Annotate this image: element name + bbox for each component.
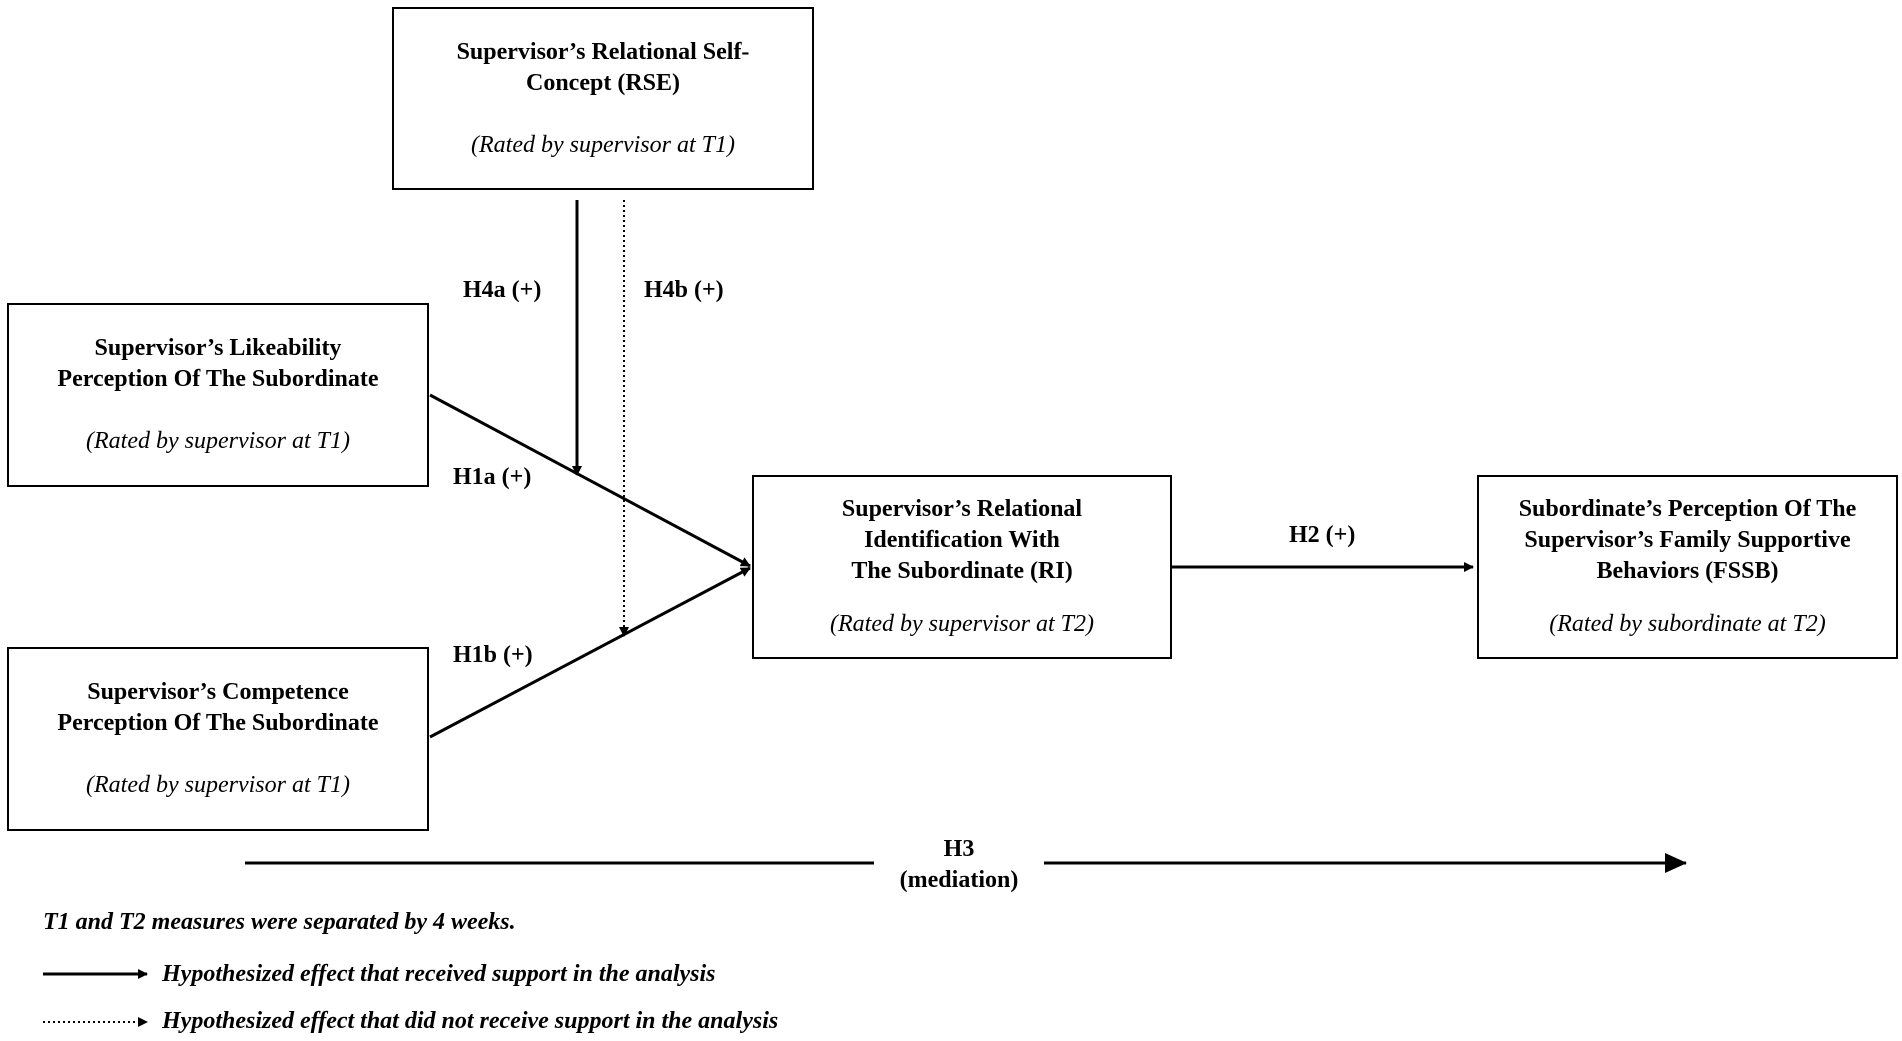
rse-rated: (Rated by supervisor at T1) [471, 131, 735, 158]
h3-label: H3 (mediation) [879, 834, 1039, 896]
timing-note: T1 and T2 measures were separated by 4 w… [43, 909, 516, 935]
h4a-label: H4a (+) [463, 277, 542, 303]
h3-label-line2: (mediation) [899, 867, 1019, 893]
h1a-arrow [429, 393, 751, 568]
likeability-title: Supervisor’s Likeability Perception Of T… [57, 335, 379, 392]
ri-rated: (Rated by supervisor at T2) [830, 611, 1094, 637]
fssb-box: Subordinate’s Perception Of The Supervis… [1477, 475, 1898, 659]
legend-not-supported-text: Hypothesized effect that did not receive… [162, 1008, 779, 1034]
competence-title: Supervisor’s Competence Perception Of Th… [57, 679, 379, 736]
h1a-label: H1a (+) [453, 464, 532, 490]
h3-label-line1: H3 [943, 836, 975, 862]
competence-box: Supervisor’s Competence Perception Of Th… [7, 647, 429, 831]
rse-title: Supervisor’s Relational Self- Concept (R… [456, 38, 750, 96]
fssb-title: Subordinate’s Perception Of The Supervis… [1518, 496, 1857, 584]
rse-box: Supervisor’s Relational Self- Concept (R… [392, 7, 814, 190]
h1b-arrow [429, 566, 751, 739]
likeability-box: Supervisor’s Likeability Perception Of T… [7, 303, 429, 487]
h1b-label: H1b (+) [453, 642, 533, 668]
ri-box: Supervisor’s Relational Identification W… [752, 475, 1172, 659]
ri-title: Supervisor’s Relational Identification W… [841, 496, 1083, 584]
legend-supported-text: Hypothesized effect that received suppor… [162, 961, 716, 987]
h2-label: H2 (+) [1289, 522, 1356, 548]
h4b-label: H4b (+) [644, 277, 724, 303]
competence-rated: (Rated by supervisor at T1) [86, 772, 350, 798]
fssb-rated: (Rated by subordinate at T2) [1549, 611, 1826, 637]
likeability-rated: (Rated by supervisor at T1) [86, 428, 350, 454]
